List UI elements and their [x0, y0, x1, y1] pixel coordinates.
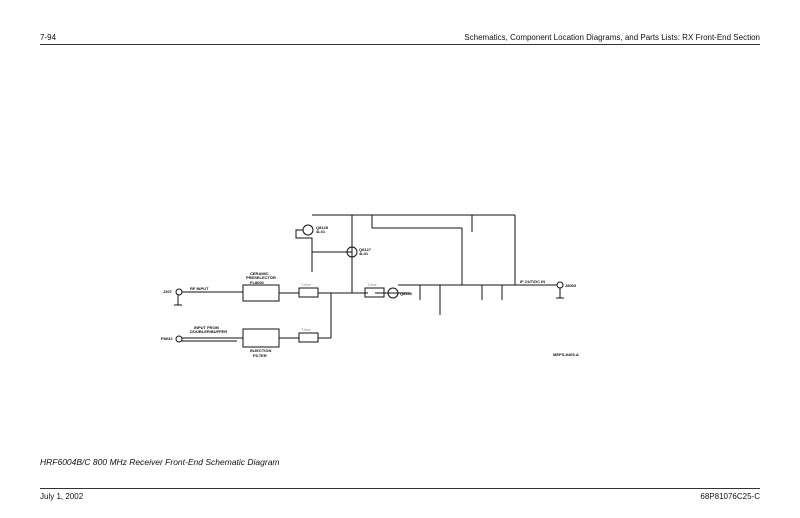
figure-caption: HRF6004B/C 800 MHz Receiver Front-End Sc… [40, 457, 280, 467]
transistor-q8127 [346, 246, 358, 258]
q2-label: 4L01 [359, 251, 369, 256]
injection-input-label: INPUT FROM [194, 325, 220, 330]
injection-filter-label: INJECTION [250, 348, 271, 353]
footer-doc-number: 68P81076C25-C [700, 492, 760, 501]
preselector-label: PRESELECTOR [246, 275, 276, 280]
preselector-filter [242, 284, 280, 302]
transistor-q8128 [302, 224, 314, 236]
injection-input-connector [175, 335, 183, 343]
tline-3 [364, 287, 385, 298]
drawing-number: MEPS-8405-A [553, 352, 579, 357]
if-out-label: IF OUT/DC IN [520, 279, 545, 284]
header-rule [40, 44, 760, 45]
footer-date: July 1, 2002 [40, 492, 84, 501]
page-number: 7-94 [40, 33, 57, 42]
section-title: Schematics, Component Location Diagrams,… [464, 33, 760, 42]
tline-label: T-line [367, 282, 378, 287]
rf-connector-label: J307 [163, 289, 173, 294]
tline-2 [298, 332, 319, 343]
if-out-connector [556, 281, 564, 289]
transistor-q8126 [387, 287, 399, 299]
injection-input-label: DOUBLER/BUFFER [190, 329, 227, 334]
preselector-label: FL8000 [250, 280, 265, 285]
tline-1 [298, 287, 319, 298]
tline-label: T-line [301, 282, 312, 287]
q1-label: Q8128 [316, 225, 329, 230]
if-out-connector-label: J8003 [565, 283, 577, 288]
rf-input-label: RF INPUT [190, 286, 209, 291]
tline-label: T-line [301, 327, 312, 332]
q1-label: 4L01 [316, 229, 326, 234]
injection-filter-label: FILTER [253, 353, 267, 358]
injection-filter [242, 328, 280, 348]
q3-label: Q8126 [400, 291, 413, 296]
injection-connector-label: P8042 [161, 336, 173, 341]
footer-rule [40, 488, 760, 489]
rf-input-connector [175, 288, 183, 296]
q2-label: Q8127 [359, 247, 372, 252]
preselector-label: CERAMIC [250, 271, 269, 276]
